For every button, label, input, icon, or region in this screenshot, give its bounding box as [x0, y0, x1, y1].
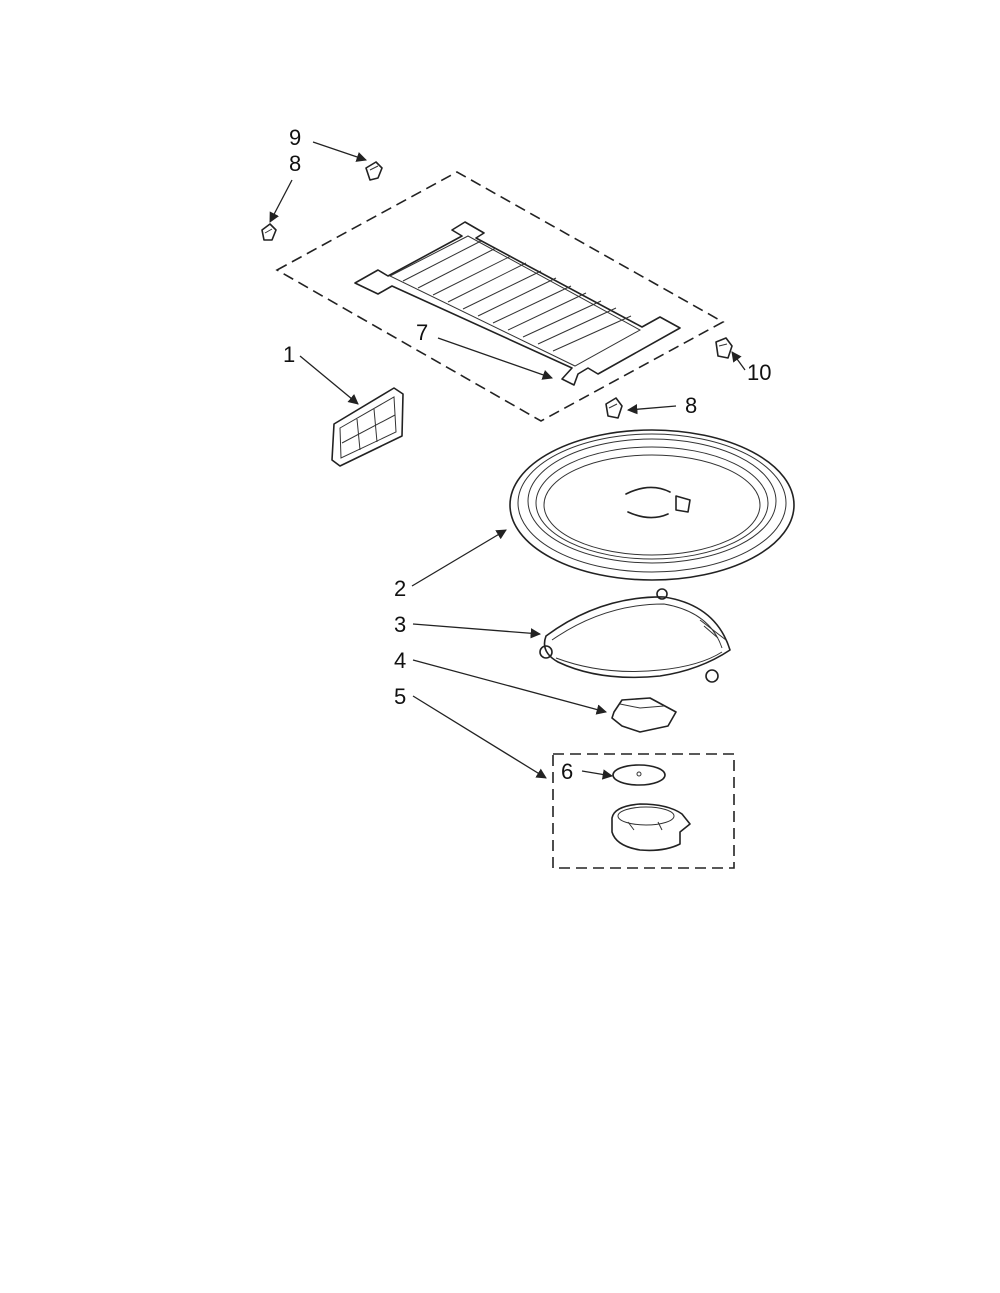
- rack-assembly-group: [275, 171, 725, 422]
- callout-7: 7: [416, 320, 428, 345]
- motor-assembly-group: [552, 753, 735, 869]
- callout-4: 4: [394, 648, 406, 673]
- clip-part-8-right: [605, 397, 623, 419]
- clip-part-8-top: [261, 223, 277, 241]
- callout-8-top: 8: [289, 151, 301, 176]
- leader-lines: [269, 141, 746, 780]
- motor-disc: [612, 764, 666, 786]
- roller-ring: [539, 588, 731, 683]
- callout-9: 9: [289, 125, 301, 150]
- turntable-tray: [509, 429, 795, 581]
- waveguide-cover: [331, 387, 404, 467]
- callout-labels: 9 8 7 10 1 8 2 3 4 5 6: [283, 125, 771, 784]
- turntable-motor: [611, 803, 691, 852]
- callout-5: 5: [394, 684, 406, 709]
- wire-rack: [354, 221, 681, 386]
- callout-6: 6: [561, 759, 573, 784]
- callout-8-right: 8: [685, 393, 697, 418]
- callout-1: 1: [283, 342, 295, 367]
- callout-10: 10: [747, 360, 771, 385]
- callout-2: 2: [394, 576, 406, 601]
- callout-3: 3: [394, 612, 406, 637]
- clip-part-10: [715, 337, 733, 359]
- clip-part-9: [365, 161, 383, 181]
- coupler: [611, 697, 677, 733]
